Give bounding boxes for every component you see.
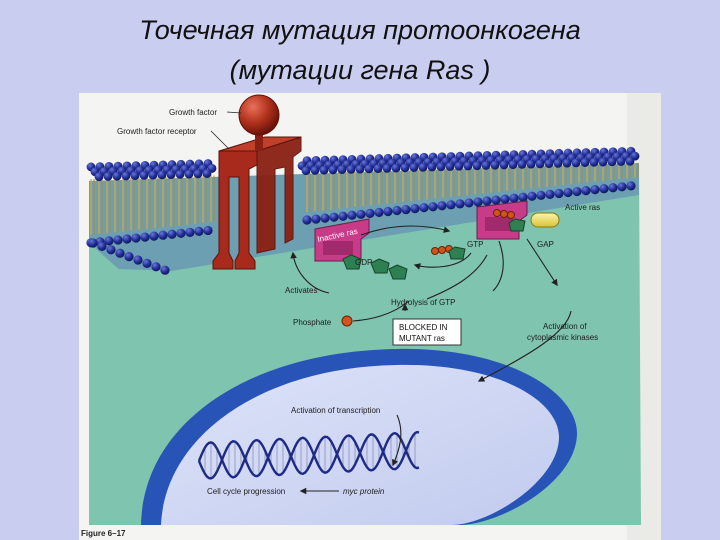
label-gtp: GTP xyxy=(467,240,483,249)
label-growth-factor: Growth factor xyxy=(169,108,217,117)
label-myc-protein: myc protein xyxy=(343,487,385,496)
label-activates: Activates xyxy=(285,286,317,295)
label-activation-kinases-1: Activation of xyxy=(543,322,587,331)
figure-caption: Figure 6–17 xyxy=(81,529,126,538)
label-cell-cycle: Cell cycle progression xyxy=(207,487,285,496)
label-gdp: GDP xyxy=(355,258,372,267)
ras-signaling-figure: Inactive ras xyxy=(79,93,661,540)
phosphate-dot xyxy=(342,316,352,326)
label-phosphate: Phosphate xyxy=(293,318,332,327)
title-line-2: (мутации гена Ras ) xyxy=(0,50,720,90)
label-activation-transcription: Activation of transcription xyxy=(291,406,380,415)
blocked-line-1: BLOCKED IN xyxy=(399,323,448,332)
slide-title: Точечная мутация протоонкогена (мутации … xyxy=(0,10,720,90)
label-activation-kinases-2: cytoplasmic kinases xyxy=(527,333,598,342)
blocked-line-2: MUTANT ras xyxy=(399,334,445,343)
gap-protein xyxy=(531,213,559,227)
title-line-1: Точечная мутация протоонкогена xyxy=(0,10,720,50)
label-gap: GAP xyxy=(537,240,554,249)
label-hydrolysis: Hydrolysis of GTP xyxy=(391,298,455,307)
label-active-ras: Active ras xyxy=(565,203,600,212)
label-growth-factor-receptor: Growth factor receptor xyxy=(117,127,197,136)
figure-canvas: Inactive ras xyxy=(79,93,661,540)
